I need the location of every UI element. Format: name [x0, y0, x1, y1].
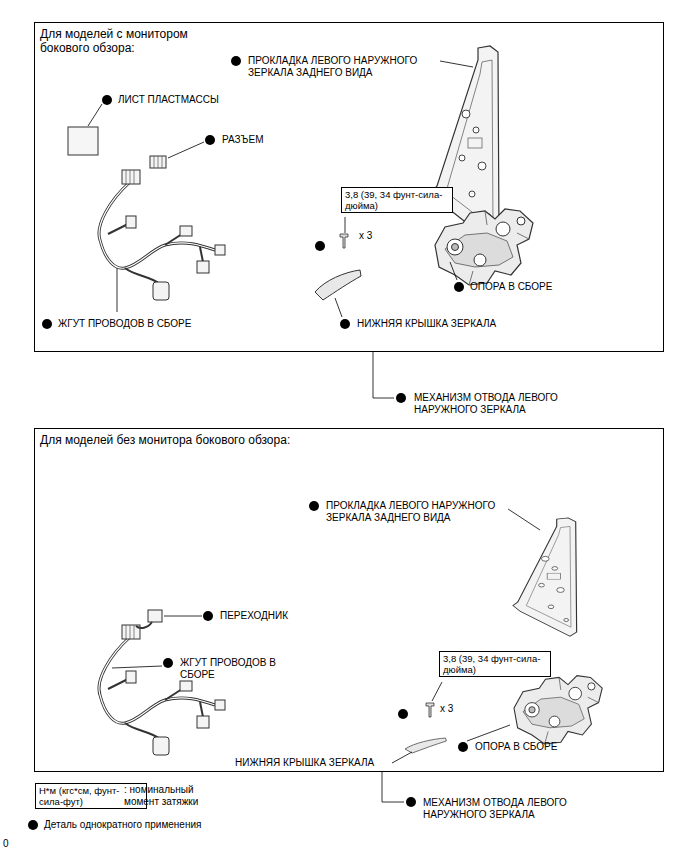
legend-text: : номинальный момент затяжки — [124, 784, 224, 808]
legend-text: Деталь однократного применения — [44, 819, 284, 831]
part-name: ЖГУТ ПРОВОДОВ В СБОРЕ — [180, 657, 280, 681]
torque-value: 3,8 (39, 34 фунт-сила-дюйма) — [345, 189, 449, 211]
part-name: ЛИСТ ПЛАСТМАССЫ — [118, 94, 248, 106]
part-name: НИЖНЯЯ КРЫШКА ЗЕРКАЛА — [357, 318, 537, 330]
part-name: ОПОРА В СБОРЕ — [470, 281, 600, 293]
variant-panel: Для моделей без монитора бокового обзора… — [34, 428, 664, 772]
part-name: ПЕРЕХОДНИК — [220, 610, 330, 622]
quantity: x 3 — [440, 703, 470, 715]
part-name: ПРОКЛАДКА ЛЕВОГО НАРУЖНОГО ЗЕРКАЛА ЗАДНЕ… — [326, 500, 526, 524]
torque-box: 3,8 (39, 34 фунт-сила-дюйма) — [341, 187, 453, 213]
part-name: ЖГУТ ПРОВОДОВ В СБОРЕ — [58, 318, 238, 330]
part-name: ОПОРА В СБОРЕ — [475, 741, 605, 753]
torque-value: 3,8 (39, 34 фунт-сила-дюйма) — [443, 653, 547, 675]
part-name: ПРОКЛАДКА ЛЕВОГО НАРУЖНОГО ЗЕРКАЛА ЗАДНЕ… — [248, 55, 448, 79]
part-name: МЕХАНИЗМ ОТВОДА ЛЕВОГО НАРУЖНОГО ЗЕРКАЛА — [423, 797, 603, 821]
part-name: РАЗЪЕМ — [222, 134, 312, 146]
panel-heading: Для моделей с монитором бокового обзора: — [40, 27, 215, 55]
part-name: НИЖНЯЯ КРЫШКА ЗЕРКАЛА — [235, 757, 395, 769]
part-name: МЕХАНИЗМ ОТВОДА ЛЕВОГО НАРУЖНОГО ЗЕРКАЛА — [414, 392, 584, 416]
torque-box: 3,8 (39, 34 фунт-сила-дюйма) — [439, 651, 551, 677]
quantity: x 3 — [359, 230, 389, 242]
panel-heading: Для моделей без монитора бокового обзора… — [40, 433, 460, 447]
page-number: 0 — [3, 838, 23, 850]
